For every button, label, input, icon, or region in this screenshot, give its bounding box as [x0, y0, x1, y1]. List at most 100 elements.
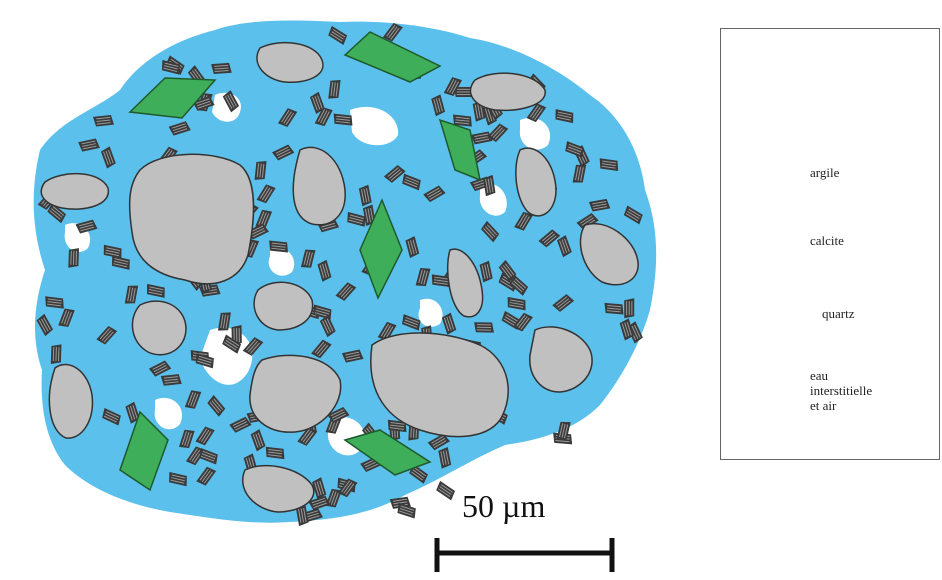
clay-platelet [178, 429, 195, 449]
clay-platelet-stripe [252, 434, 259, 448]
clay-platelet [565, 141, 584, 158]
clay-platelet-stripe [346, 356, 361, 361]
quartz-grain [292, 146, 346, 226]
clay-platelet-stripe [448, 316, 455, 330]
clay-platelet-stripe [561, 423, 566, 438]
quartz-grain [529, 326, 593, 393]
clay-platelet-stripe [404, 178, 419, 186]
clay-platelet [604, 302, 624, 315]
clay-platelet-stripe [197, 358, 212, 364]
clay-platelet-stripe [171, 477, 185, 482]
clay-platelet-stripe [557, 111, 572, 116]
clay-platelet-stripe [259, 163, 262, 178]
clay-platelet-stripe [449, 80, 457, 93]
clay-platelet-stripe [195, 98, 210, 104]
clay-platelet-stripe [399, 510, 413, 516]
clay-platelet [78, 138, 100, 152]
clay-platelet-stripe [305, 515, 320, 521]
clay-platelet-stripe [298, 508, 302, 523]
clay-platelet-stripe [226, 337, 240, 347]
clay-platelet-stripe [103, 415, 117, 423]
clay-platelet-stripe [103, 151, 109, 166]
clay-platelet [431, 94, 446, 117]
clay-platelet [347, 211, 366, 227]
clay-platelet-stripe [235, 423, 249, 431]
clay-platelet-stripe [333, 82, 336, 97]
clay-platelet [526, 103, 547, 123]
clay-platelet [328, 79, 341, 99]
clay-platelet-stripe [300, 508, 304, 523]
clay-platelet-stripe [255, 433, 261, 447]
clay-platelet-stripe [505, 263, 515, 276]
clay-platelet [512, 312, 534, 332]
air-void [519, 117, 551, 150]
clay-platelet [148, 360, 172, 377]
air-void [268, 247, 295, 276]
clay-platelet [50, 344, 62, 364]
scale-bar-label: 50 µm [462, 488, 546, 524]
clay-platelet [327, 406, 350, 423]
clay-platelet-stripe [148, 288, 163, 293]
clay-platelet [333, 113, 353, 126]
clay-platelet [588, 198, 611, 212]
clay-platelet [124, 285, 139, 304]
clay-platelet [160, 374, 182, 386]
clay-platelet [382, 22, 403, 42]
calcite-crystal [343, 429, 432, 476]
scale-bar [434, 538, 615, 572]
clay-platelet-stripe [370, 207, 374, 222]
clay-platelet-stripe [261, 163, 265, 178]
clay-platelet-stripe [312, 97, 318, 111]
clay-platelet [341, 349, 364, 363]
clay-platelet [265, 446, 285, 460]
clay-platelet-stripe [263, 213, 270, 227]
clay-platelet-stripe [321, 225, 336, 231]
clay-platelet-stripe [106, 247, 121, 252]
calcite-crystal [343, 31, 442, 83]
clay-platelet-stripe [484, 226, 496, 238]
clay-platelet [415, 268, 431, 287]
clay-platelet-stripe [440, 451, 445, 466]
clay-platelet-stripe [173, 128, 188, 134]
clay-platelet-stripe [363, 188, 368, 203]
clay-platelet-stripe [181, 431, 187, 445]
clay-platelet-stripe [106, 410, 120, 418]
clay-platelet [168, 121, 191, 136]
clay-platelet-stripe [246, 339, 257, 351]
clay-platelet-stripe [259, 186, 269, 199]
clay-platelet-stripe [481, 265, 486, 280]
clay-platelet [387, 419, 407, 433]
clay-platelet-stripe [79, 224, 94, 229]
clay-platelet-stripe [400, 505, 415, 511]
clay-platelet-stripe [433, 279, 448, 283]
clay-platelet-stripe [342, 287, 353, 299]
clay-platelet-stripe [492, 127, 503, 139]
clay-platelet [556, 421, 571, 440]
clay-platelet-stripe [107, 149, 114, 164]
calcite-crystal [128, 77, 217, 119]
clay-platelet [103, 244, 122, 259]
clay-platelet [453, 86, 474, 97]
clay-platelet [436, 480, 456, 501]
clay-platelet-stripe [627, 210, 640, 219]
clay-platelet-stripe [405, 176, 420, 183]
clay-platelet-stripe [490, 125, 502, 137]
legend-label-line: et air [810, 398, 837, 413]
clay-platelet [58, 308, 75, 328]
clay-platelet-stripe [506, 314, 519, 323]
clay-platelet-stripe [556, 116, 571, 121]
clay-platelet-stripe [455, 121, 470, 125]
calcite-crystals [119, 31, 482, 492]
clay-platelet-stripe [63, 311, 70, 325]
clay-platelet-stripe [198, 428, 208, 441]
clay-platelet [538, 229, 561, 248]
clay-platelet-stripe [261, 187, 271, 201]
clay-platelet-stripe [474, 104, 479, 119]
clay-platelet-stripe [367, 208, 371, 223]
clay-platelet-stripe [531, 106, 541, 119]
clay-platelet-stripe [314, 341, 325, 354]
clay-platelet-stripe [319, 264, 325, 279]
clay-platelet [255, 209, 273, 229]
clay-platelet-stripe [440, 484, 454, 493]
